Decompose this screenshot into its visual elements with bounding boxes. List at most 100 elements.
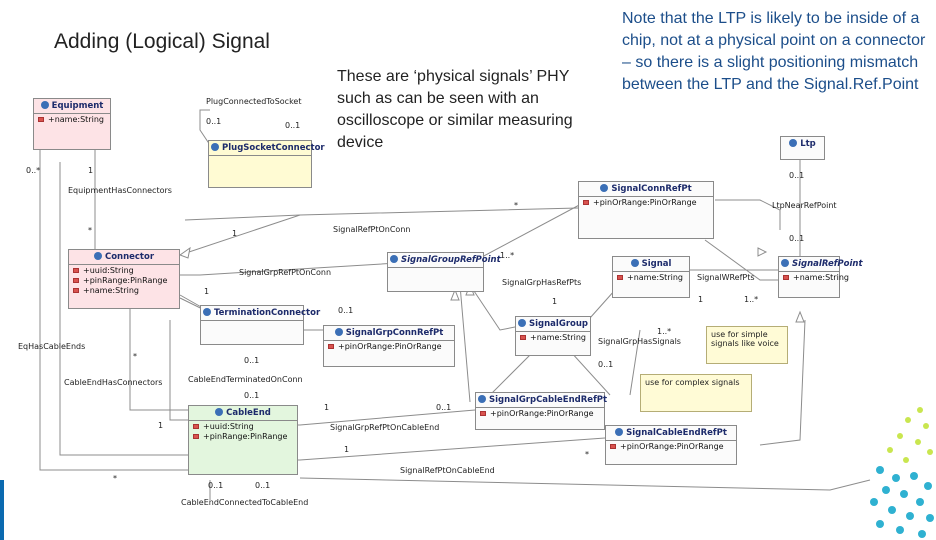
attribute-icon (610, 444, 616, 449)
signal-conn-ref-pt-class[interactable]: SignalConnRefPt +pinOrRange:PinOrRange (578, 181, 714, 239)
signal-ref-point-class[interactable]: SignalRefPoint +name:String (778, 256, 863, 298)
mult-label: * (88, 226, 92, 235)
assoc-signal-ref-pt-on-conn: SignalRefPtOnConn (333, 225, 411, 234)
mult-label: 1 (88, 166, 94, 175)
assoc-signal-grp-ref-pt-on-conn: SignalGrpRefPtOnConn (239, 268, 332, 277)
attribute-icon (73, 268, 79, 273)
class-icon (518, 319, 527, 327)
class-icon (211, 143, 219, 151)
attribute-icon (38, 117, 44, 122)
attribute-icon (328, 344, 334, 349)
attribute-icon (73, 288, 79, 293)
mult-label: 0..1 (285, 121, 301, 130)
ltp-position-note: Note that the LTP is likely to be inside… (622, 10, 926, 93)
cable-end-attr-pinrange: +pinRange:PinRange (189, 431, 297, 441)
attribute-icon (193, 434, 199, 439)
ltp-class[interactable]: Ltp (780, 136, 825, 160)
class-icon (630, 259, 639, 267)
decorative-corner-graphic (870, 407, 934, 538)
connector-class-name: Connector (69, 250, 179, 265)
assoc-cable-end-terminated-on-conn: CableEndTerminatedOnConn (188, 375, 303, 384)
signal-cable-end-ref-pt-class-name: SignalCableEndRefPt (606, 426, 736, 441)
mult-label: 1..* (500, 251, 515, 260)
signal-class-name: Signal (613, 257, 689, 272)
mult-label: * (585, 450, 589, 459)
assoc-signal-grp-has-signals: SignalGrpHasSignals (598, 337, 681, 346)
assoc-cable-end-has-connectors: CableEndHasConnectors (64, 378, 163, 387)
connector-attr-name: +name:String (69, 285, 179, 295)
signal-group-class[interactable]: SignalGroup +name:String (515, 316, 591, 356)
plug-socket-connector-class-name: PlugSocketConnector (209, 141, 325, 156)
signal-grp-conn-ref-pt-class-name: SignalGrpConnRefPt (324, 326, 454, 341)
cable-end-class-name: CableEnd (189, 406, 297, 421)
assoc-plug-connected-to-socket: PlugConnectedToSocket (206, 97, 302, 106)
signal-grp-cable-end-ref-pt-class-name: SignalGrpCableEndRefPt (476, 393, 607, 408)
class-icon (203, 308, 211, 316)
signal-group-ref-point-class[interactable]: SignalGroupRefPoint (387, 252, 501, 292)
mult-label: 0..1 (789, 171, 805, 180)
mult-label: 1 (698, 295, 704, 304)
class-icon (40, 101, 49, 109)
signal-grp-cable-end-ref-pt-attr-pinorrange: +pinOrRange:PinOrRange (476, 408, 604, 418)
mult-label: 0..1 (244, 391, 260, 400)
signal-cable-end-ref-pt-attr-pinorrange: +pinOrRange:PinOrRange (606, 441, 736, 451)
attribute-icon (520, 335, 526, 340)
attribute-icon (193, 424, 199, 429)
class-icon (215, 408, 224, 416)
plug-socket-connector-class[interactable]: PlugSocketConnector (208, 140, 325, 188)
mult-label: 0..1 (598, 360, 614, 369)
mult-label: 1..* (744, 295, 759, 304)
mult-label: 0..* (26, 166, 41, 175)
class-icon (600, 184, 609, 192)
attribute-icon (783, 275, 789, 280)
mult-label: 1 (324, 403, 330, 412)
cable-end-class[interactable]: CableEnd +uuid:String +pinRange:PinRange (188, 405, 298, 475)
attribute-icon (480, 411, 486, 416)
assoc-ltp-near-ref-point: LtpNearRefPoint (772, 201, 837, 210)
class-icon (93, 252, 102, 260)
signal-group-attr-name: +name:String (516, 332, 590, 342)
connector-attr-pinrange: +pinRange:PinRange (69, 275, 179, 285)
attribute-icon (617, 275, 623, 280)
mult-label: 0..1 (338, 306, 354, 315)
left-edge-bar (0, 480, 4, 540)
signal-grp-conn-ref-pt-class[interactable]: SignalGrpConnRefPt +pinOrRange:PinOrRang… (323, 325, 455, 367)
class-icon (789, 139, 798, 147)
connector-class[interactable]: Connector +uuid:String +pinRange:PinRang… (68, 249, 180, 309)
equipment-class[interactable]: Equipment +name:String (33, 98, 111, 150)
mult-label: 0..1 (789, 234, 805, 243)
assoc-signal-grp-ref-pt-on-cable-end: SignalGrpRefPtOnCableEnd (330, 423, 440, 432)
ltp-class-name: Ltp (781, 137, 824, 151)
assoc-signal-w-ref-pts: SignalWRefPts (697, 273, 755, 282)
equipment-attr-name: +name:String (34, 114, 110, 124)
attribute-icon (583, 200, 589, 205)
assoc-equipment-has-connectors: EquipmentHasConnectors (68, 186, 172, 195)
signal-cable-end-ref-pt-class[interactable]: SignalCableEndRefPt +pinOrRange:PinOrRan… (605, 425, 737, 465)
cable-end-attr-uuid: +uuid:String (189, 421, 297, 431)
connector-attr-uuid: +uuid:String (69, 265, 179, 275)
signal-group-ref-point-class-name: SignalGroupRefPoint (388, 253, 501, 268)
class-icon (390, 255, 398, 263)
mult-label: 1 (232, 229, 238, 238)
class-icon (781, 259, 789, 267)
termination-connector-class[interactable]: TerminationConnector (200, 305, 320, 345)
mult-label: 1 (158, 421, 164, 430)
equipment-class-name: Equipment (34, 99, 110, 114)
mult-label: 1..* (657, 327, 672, 336)
termination-connector-class-name: TerminationConnector (201, 306, 320, 321)
signal-conn-ref-pt-class-name: SignalConnRefPt (579, 182, 713, 197)
signal-group-class-name: SignalGroup (516, 317, 590, 332)
physical-signals-note: These are ‘physical signals’ PHY such as… (337, 68, 573, 151)
assoc-eq-has-cable-ends: EqHasCableEnds (18, 342, 86, 351)
mult-label: 1 (344, 445, 350, 454)
mult-label: 0..1 (206, 117, 222, 126)
simple-signals-note: use for simple signals like voice (706, 326, 788, 364)
signal-grp-cable-end-ref-pt-class[interactable]: SignalGrpCableEndRefPt +pinOrRange:PinOr… (475, 392, 607, 430)
mult-label: * (133, 352, 137, 361)
assoc-cable-end-connected-to-cable-end: CableEndConnectedToCableEnd (181, 498, 309, 507)
slide-title: Adding (Logical) Signal (54, 30, 270, 53)
signal-class[interactable]: Signal +name:String (612, 256, 690, 298)
class-icon (478, 395, 486, 403)
mult-label: 0..1 (244, 356, 260, 365)
signal-grp-conn-ref-pt-attr-pinorrange: +pinOrRange:PinOrRange (324, 341, 454, 351)
